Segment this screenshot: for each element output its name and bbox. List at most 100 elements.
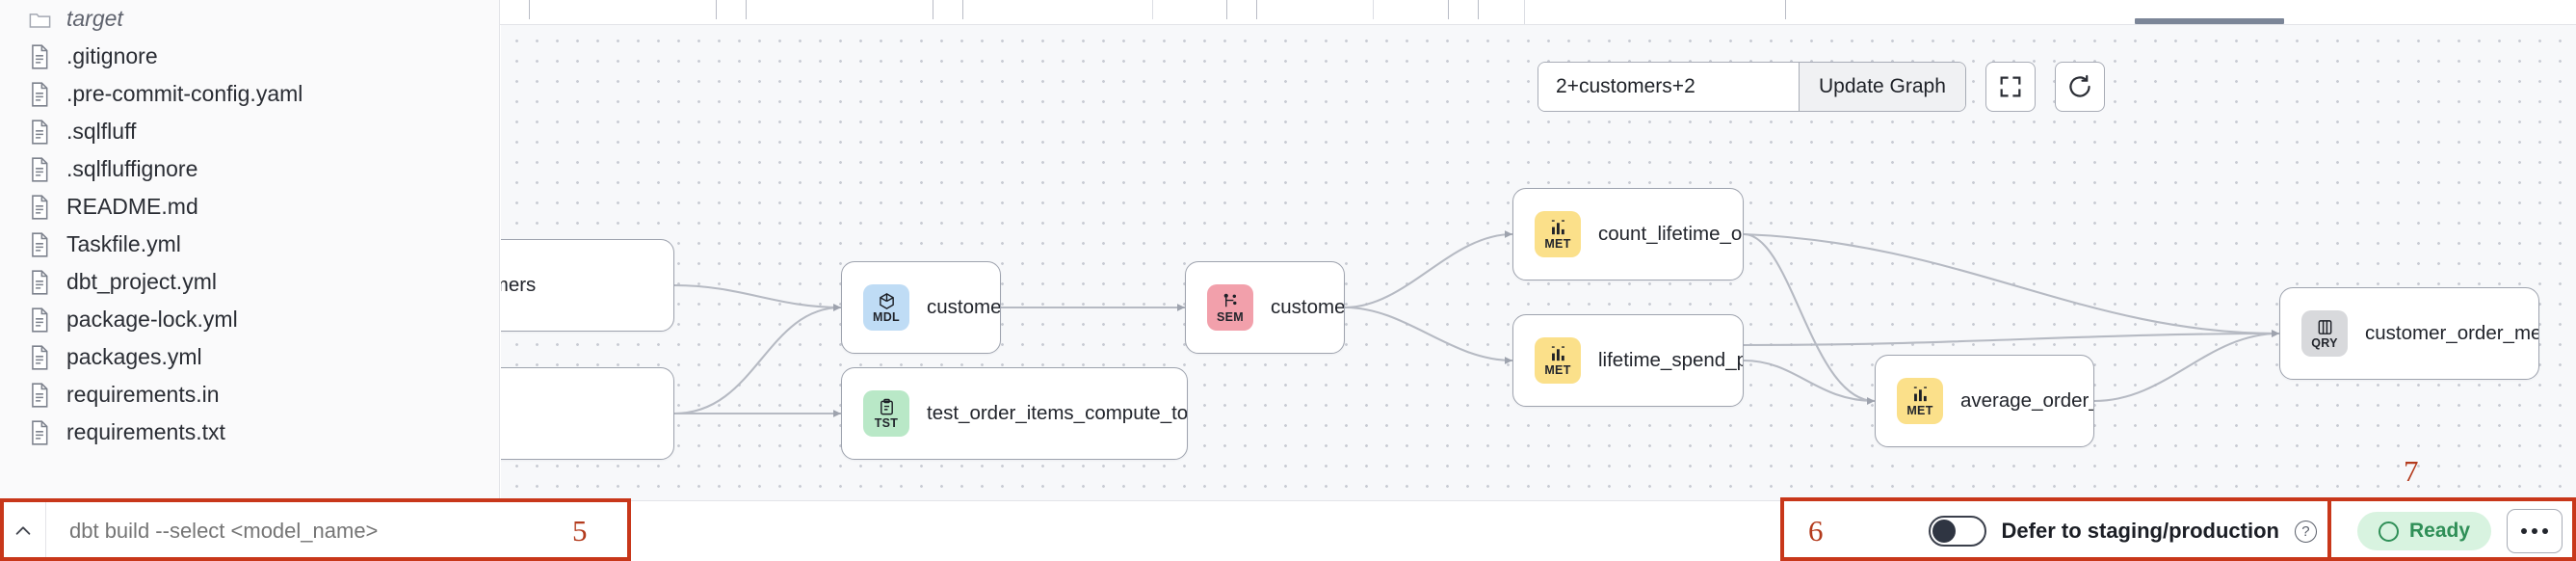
file-tree-item-requirements-txt[interactable]: requirements.txt	[0, 414, 499, 451]
tab-stub[interactable]	[746, 0, 933, 19]
lineage-node-label: count_lifetime_orders	[1598, 223, 1743, 245]
update-graph-button[interactable]: Update Graph	[1799, 63, 1965, 111]
file-tree-item-label: Taskfile.yml	[66, 231, 181, 256]
file-icon	[27, 155, 52, 184]
sem-type-badge: SEM	[1207, 284, 1253, 331]
tab-stub[interactable]	[962, 0, 1227, 19]
file-tree-item-requirements-in[interactable]: requirements.in	[0, 376, 499, 414]
file-tree-item-taskfile-yml[interactable]: Taskfile.yml	[0, 226, 499, 263]
editor-tab-strip[interactable]	[500, 0, 2576, 25]
lineage-node-tst-order-items[interactable]: TST test_order_items_compute_to_bools...	[841, 367, 1188, 460]
tst-icon	[878, 398, 896, 416]
lineage-node-label: lifetime_spend_pretax	[1598, 349, 1743, 371]
command-zone	[0, 500, 629, 561]
qry-type-badge: QRY	[2301, 310, 2348, 357]
lineage-node-label: stg_customers	[501, 274, 537, 296]
graph-selector-input[interactable]	[1538, 63, 1799, 111]
graph-selector-combo[interactable]: Update Graph	[1538, 62, 1966, 112]
file-tree-item-label: README.md	[66, 194, 198, 219]
file-tree-item-label: dbt_project.yml	[66, 269, 217, 294]
node-type-label: MDL	[873, 309, 900, 324]
file-icon	[27, 42, 52, 71]
file-icon	[27, 306, 52, 334]
file-explorer-panel[interactable]: target .gitignore .pre-commit-config.yaml.…	[0, 0, 500, 500]
met-type-badge: MET	[1897, 378, 1943, 424]
fullscreen-button[interactable]	[1985, 62, 2036, 112]
lineage-node-mdl-customers[interactable]: MDL customers	[841, 261, 1001, 354]
lineage-node-stg-customers[interactable]: stg_customers	[501, 239, 674, 332]
met-icon	[1911, 386, 1930, 404]
file-tree-item-gitignore[interactable]: .gitignore	[0, 38, 499, 75]
chevron-up-glyph	[15, 526, 30, 535]
refresh-button[interactable]	[2054, 62, 2105, 112]
lineage-node-label: customers	[927, 296, 1000, 318]
file-icon	[27, 418, 52, 447]
met-icon	[1549, 219, 1567, 237]
tst-type-badge: TST	[863, 390, 909, 437]
file-tree-item-package-lock-yml[interactable]: package-lock.yml	[0, 301, 499, 338]
node-type-label: MET	[1906, 403, 1933, 417]
file-tree-item-sqlfluff[interactable]: .sqlfluff	[0, 113, 499, 150]
file-icon	[27, 268, 52, 297]
file-tree-item-label: requirements.txt	[66, 419, 225, 444]
lineage-node-met-count-lifetime-orders[interactable]: MET count_lifetime_orders	[1512, 188, 1744, 280]
status-label: Ready	[2408, 520, 2470, 542]
defer-toggle-knob	[1932, 520, 1956, 543]
node-type-label: MET	[1544, 362, 1571, 377]
node-type-label: SEM	[1217, 309, 1244, 324]
file-tree-item-pre-commit-config-yaml[interactable]: .pre-commit-config.yaml	[0, 75, 499, 113]
qry-icon	[2316, 318, 2334, 336]
file-tree-item-readme-md[interactable]: README.md	[0, 188, 499, 226]
tab-stub[interactable]	[1256, 0, 1449, 19]
file-icon	[27, 381, 52, 410]
lineage-node-stg-orders[interactable]: orders	[501, 367, 674, 460]
lineage-graph-canvas[interactable]: stg_customersorders MDL customersTST test_o…	[501, 25, 2576, 500]
file-tree-item-label: .sqlfluffignore	[66, 156, 198, 181]
file-icon	[27, 193, 52, 222]
file-tree-item-label: .gitignore	[66, 43, 158, 68]
file-tree-item-label: requirements.in	[66, 382, 220, 407]
lineage-node-sem-customers[interactable]: SEM customers	[1185, 261, 1345, 354]
met-icon	[1549, 345, 1567, 363]
status-ring-icon	[2378, 521, 2399, 542]
file-tree-item-label: packages.yml	[66, 344, 202, 369]
question-circle-icon[interactable]: ?	[2294, 520, 2317, 543]
bottom-bar-right: Defer to staging/production ? Ready	[1894, 501, 2576, 561]
mdl-icon	[878, 292, 896, 310]
node-type-label: TST	[874, 415, 899, 430]
tab-divider	[1373, 0, 1374, 19]
file-tree-item-dbt-project-yml[interactable]: dbt_project.yml	[0, 263, 499, 301]
lineage-node-label: customers	[1271, 296, 1344, 318]
lineage-node-label: test_order_items_compute_to_bools...	[927, 402, 1187, 424]
lineage-node-met-average-order-value[interactable]: MET average_order_value	[1875, 355, 2094, 447]
lineage-node-qry-customer-order-metrics[interactable]: QRY customer_order_metrics	[2279, 287, 2539, 380]
lineage-node-label: customer_order_metrics	[2365, 322, 2538, 344]
lineage-node-met-lifetime-spend-pretax[interactable]: MET lifetime_spend_pretax	[1512, 314, 1744, 407]
tab-stub[interactable]	[529, 0, 717, 19]
ellipsis-dot	[2521, 528, 2527, 534]
status-badge[interactable]: Ready	[2356, 512, 2491, 550]
active-tab-indicator	[2135, 18, 2284, 24]
file-tree-item-sqlfluffignore[interactable]: .sqlfluffignore	[0, 150, 499, 188]
node-type-label: MET	[1544, 236, 1571, 251]
node-type-label: QRY	[2311, 335, 2338, 350]
graph-toolbar: Update Graph	[1538, 62, 2105, 112]
lineage-node-label: average_order_value	[1960, 389, 2093, 412]
file-icon	[27, 343, 52, 372]
more-options-button[interactable]	[2507, 509, 2563, 553]
chevron-up-icon[interactable]	[0, 500, 46, 561]
refresh-icon	[2069, 74, 2090, 97]
sem-icon	[1222, 292, 1240, 310]
tab-stub[interactable]	[1478, 0, 1786, 19]
file-icon	[27, 80, 52, 109]
file-tree-item-target[interactable]: target	[0, 0, 499, 38]
command-input[interactable]	[46, 500, 629, 561]
defer-toggle[interactable]	[1928, 516, 1986, 547]
folder-icon	[27, 5, 52, 34]
mdl-type-badge: MDL	[863, 284, 909, 331]
file-tree-item-packages-yml[interactable]: packages.yml	[0, 338, 499, 376]
lineage-edges	[673, 230, 2280, 417]
defer-label: Defer to staging/production	[2001, 519, 2279, 543]
tab-divider	[1152, 0, 1153, 19]
